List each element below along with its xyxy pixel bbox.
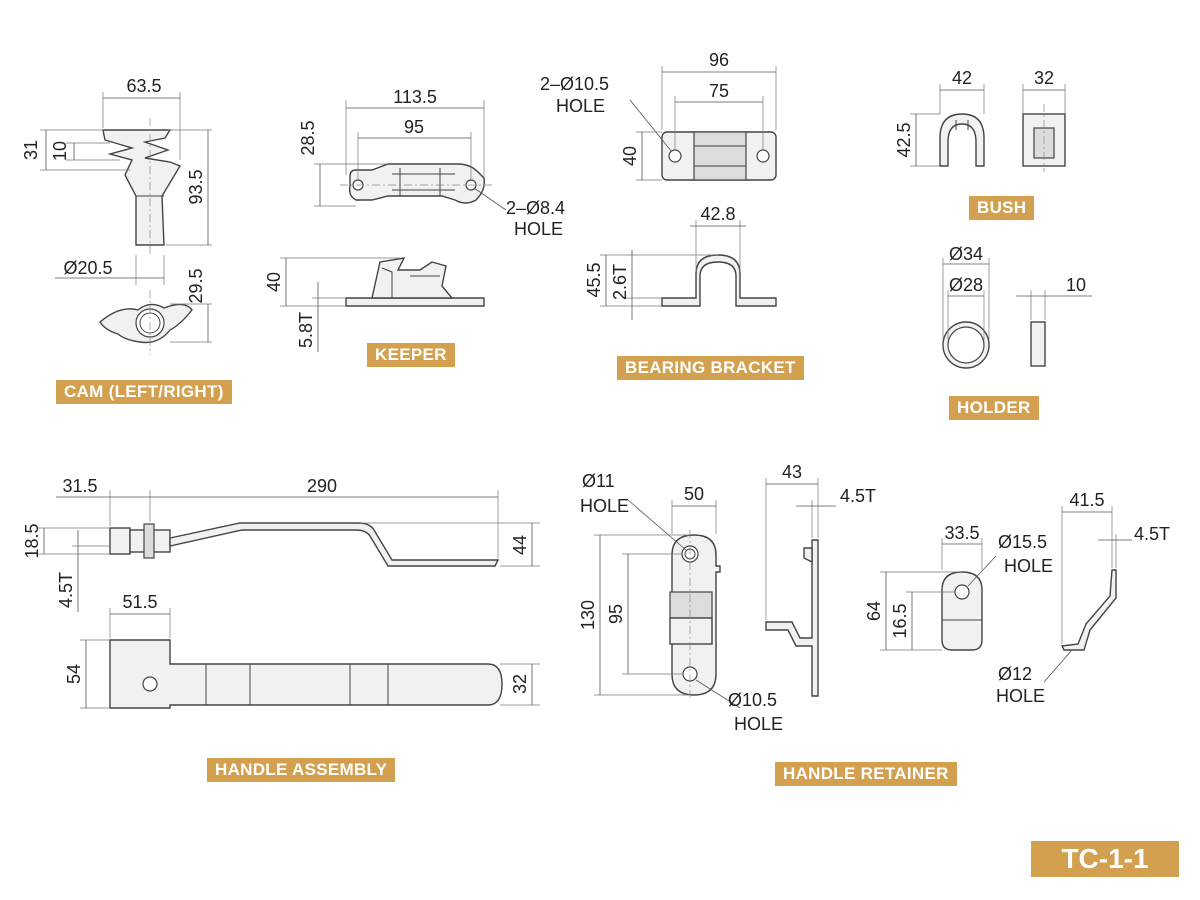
bearing-bracket-label: BEARING BRACKET	[617, 356, 804, 380]
keeper-thickness-5-8t: 5.8T	[296, 312, 316, 348]
bearing-height-45-5: 45.5	[584, 262, 604, 297]
holder-inner-diameter: Ø28	[949, 275, 983, 295]
cam-dim-10: 10	[50, 141, 70, 161]
handle-retainer-label: HANDLE RETAINER	[775, 762, 957, 786]
cam-height-93-5: 93.5	[186, 169, 206, 204]
bush-label: BUSH	[969, 196, 1035, 220]
bearing-width-96: 96	[709, 50, 729, 70]
handle-assembly-dimensions: 31.5 290 18.5 4.5T 44 51.5 54 32	[22, 476, 540, 709]
holder-thickness-10: 10	[1066, 275, 1086, 295]
bush-length-32: 32	[1034, 68, 1054, 88]
cam-label: CAM (LEFT/RIGHT)	[56, 380, 232, 404]
retainer-thickness-4-5t: 4.5T	[840, 486, 876, 506]
keeper-hole-pitch-95: 95	[404, 117, 424, 137]
handle-dim-18-5: 18.5	[22, 523, 42, 558]
handle-length-290: 290	[307, 476, 337, 496]
holder-drawing	[942, 321, 1046, 369]
bearing-hole-label: 2–Ø10.5	[540, 74, 609, 94]
keeper-dimensions: 113.5 95 28.5 2–Ø8.4 HOLE 40 5.8T	[264, 87, 565, 352]
small-retainer-width-33-5: 33.5	[944, 523, 979, 543]
small-retainer-thickness-4-5t: 4.5T	[1134, 524, 1170, 544]
cam-dim-31: 31	[21, 140, 41, 160]
cam-width-63-5: 63.5	[126, 76, 161, 96]
handle-height-44: 44	[510, 535, 530, 555]
cam-diameter-20-5: Ø20.5	[63, 258, 112, 278]
handle-width-32: 32	[510, 674, 530, 694]
handle-retainer-drawing	[669, 530, 1117, 700]
bearing-height-40: 40	[620, 146, 640, 166]
product-code: TC-1-1	[1031, 841, 1179, 877]
retainer-hole-pitch-95: 95	[606, 604, 626, 624]
retainer-top-hole-sub: HOLE	[580, 496, 629, 516]
retainer-top-hole-label: Ø11	[582, 471, 615, 491]
retainer-length-130: 130	[578, 600, 598, 630]
bearing-thickness-2-6t: 2.6T	[610, 264, 630, 300]
keeper-hole-label: 2–Ø8.4	[506, 198, 565, 218]
retainer-bottom-hole-sub: HOLE	[734, 714, 783, 734]
handle-retainer-dimensions: Ø11 HOLE 50 130 95 Ø10.5 HOLE 43 4.5T 33…	[578, 462, 1170, 734]
small-retainer-height-64: 64	[864, 601, 884, 621]
small-retainer-hole12-sub: HOLE	[996, 686, 1045, 706]
small-retainer-hole-sub: HOLE	[1004, 556, 1053, 576]
bearing-hole-pitch-75: 75	[709, 81, 729, 101]
keeper-drawing	[340, 163, 495, 307]
retainer-bottom-hole-label: Ø10.5	[728, 690, 777, 710]
keeper-label: KEEPER	[367, 343, 455, 367]
bearing-hole-sub: HOLE	[556, 96, 605, 116]
holder-label: HOLDER	[949, 396, 1039, 420]
handle-dim-51-5: 51.5	[122, 592, 157, 612]
small-retainer-hole-label: Ø15.5	[998, 532, 1047, 552]
handle-width-54: 54	[64, 664, 84, 684]
small-retainer-dim-16-5: 16.5	[890, 603, 910, 638]
retainer-width-50: 50	[684, 484, 704, 504]
bush-drawing	[939, 104, 1066, 172]
bush-height-42-5: 42.5	[894, 122, 914, 157]
bush-dimensions: 42 32 42.5	[894, 68, 1066, 167]
keeper-width-113-5: 113.5	[393, 87, 437, 107]
keeper-height-28-5: 28.5	[298, 120, 318, 155]
bearing-width-42-8: 42.8	[700, 204, 735, 224]
holder-outer-diameter: Ø34	[949, 244, 983, 264]
cam-drawing	[99, 118, 193, 355]
holder-dimensions: Ø34 Ø28 10	[942, 244, 1092, 340]
cam-dimensions: 63.5 31 10 93.5 Ø20.5 29.5	[21, 76, 212, 343]
bush-width-42: 42	[952, 68, 972, 88]
small-retainer-depth-41-5: 41.5	[1069, 490, 1104, 510]
cam-dim-29-5: 29.5	[186, 268, 206, 303]
keeper-side-height-40: 40	[264, 272, 284, 292]
small-retainer-hole12-label: Ø12	[998, 664, 1032, 684]
handle-dim-31-5: 31.5	[62, 476, 97, 496]
keeper-hole-sub: HOLE	[514, 219, 563, 239]
handle-assembly-label: HANDLE ASSEMBLY	[207, 758, 396, 782]
handle-thickness-4-5t: 4.5T	[56, 572, 76, 608]
handle-assembly-drawing	[109, 522, 503, 709]
retainer-side-depth-43: 43	[782, 462, 802, 482]
bearing-bracket-dimensions: 96 75 2–Ø10.5 HOLE 40 42.8 45.5 2.6T	[540, 50, 777, 320]
